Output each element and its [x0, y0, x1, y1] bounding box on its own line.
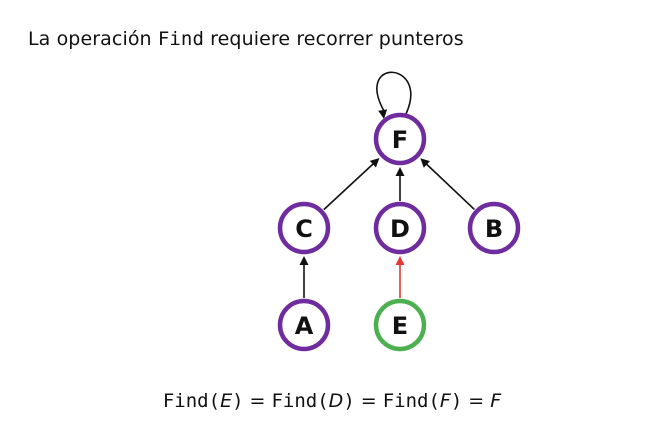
node-A-label: A — [295, 312, 314, 340]
title-prefix: La operación — [28, 28, 158, 50]
node-E-circle — [373, 298, 427, 352]
formula-fn-1: Find — [162, 390, 209, 412]
node-F-label: F — [392, 126, 408, 154]
formula-open-3: ( — [428, 390, 440, 412]
node-A-circle — [277, 298, 331, 352]
node-D-label: D — [390, 215, 410, 243]
arrowhead-B-to-F — [420, 158, 430, 168]
node-C-label: C — [295, 215, 313, 243]
node-B-label: B — [485, 215, 503, 243]
find-formula: Find(E)=Find(D)=Find(F)=F — [0, 390, 664, 412]
self-loop-arrowhead-F — [378, 109, 388, 119]
formula-close-1: ) — [232, 390, 244, 412]
formula-arg-1: E — [220, 390, 233, 412]
node-C-circle — [277, 201, 331, 255]
node-E-label: E — [392, 312, 408, 340]
formula-arg-2: D — [328, 390, 344, 412]
formula-open-2: ( — [317, 390, 329, 412]
title-suffix: requiere recorrer punteros — [204, 28, 464, 50]
node-F: F — [373, 112, 427, 166]
node-C: C — [277, 201, 331, 255]
formula-equals-1: = — [249, 390, 266, 412]
formula-equals-2: = — [360, 390, 377, 412]
node-B: B — [467, 201, 521, 255]
arrowhead-C-to-F — [369, 158, 380, 168]
node-D-circle — [373, 201, 427, 255]
node-F-circle — [373, 112, 427, 166]
formula-open-1: ( — [208, 390, 221, 412]
edge-C-to-F — [323, 161, 376, 211]
node-D: D — [373, 201, 427, 255]
formula-arg-3: F — [439, 390, 451, 412]
node-B-circle — [467, 201, 521, 255]
formula-fn-2: Find — [271, 390, 318, 412]
formula-equals-3: = — [468, 390, 485, 412]
arrowhead-A-to-C — [299, 256, 309, 265]
self-loop-edge-F — [376, 71, 412, 115]
edge-B-to-F — [424, 161, 475, 211]
title-code: Find — [157, 28, 204, 50]
formula-result: F — [490, 390, 502, 412]
node-A: A — [277, 298, 331, 352]
arrowhead-E-to-D — [395, 256, 405, 265]
node-E: E — [373, 298, 427, 352]
formula-close-3: ) — [450, 390, 463, 412]
formula-close-2: ) — [343, 390, 355, 412]
formula-fn-3: Find — [382, 390, 429, 412]
slide-title: La operación Find requiere recorrer punt… — [28, 28, 464, 50]
arrowhead-D-to-F — [395, 167, 405, 176]
